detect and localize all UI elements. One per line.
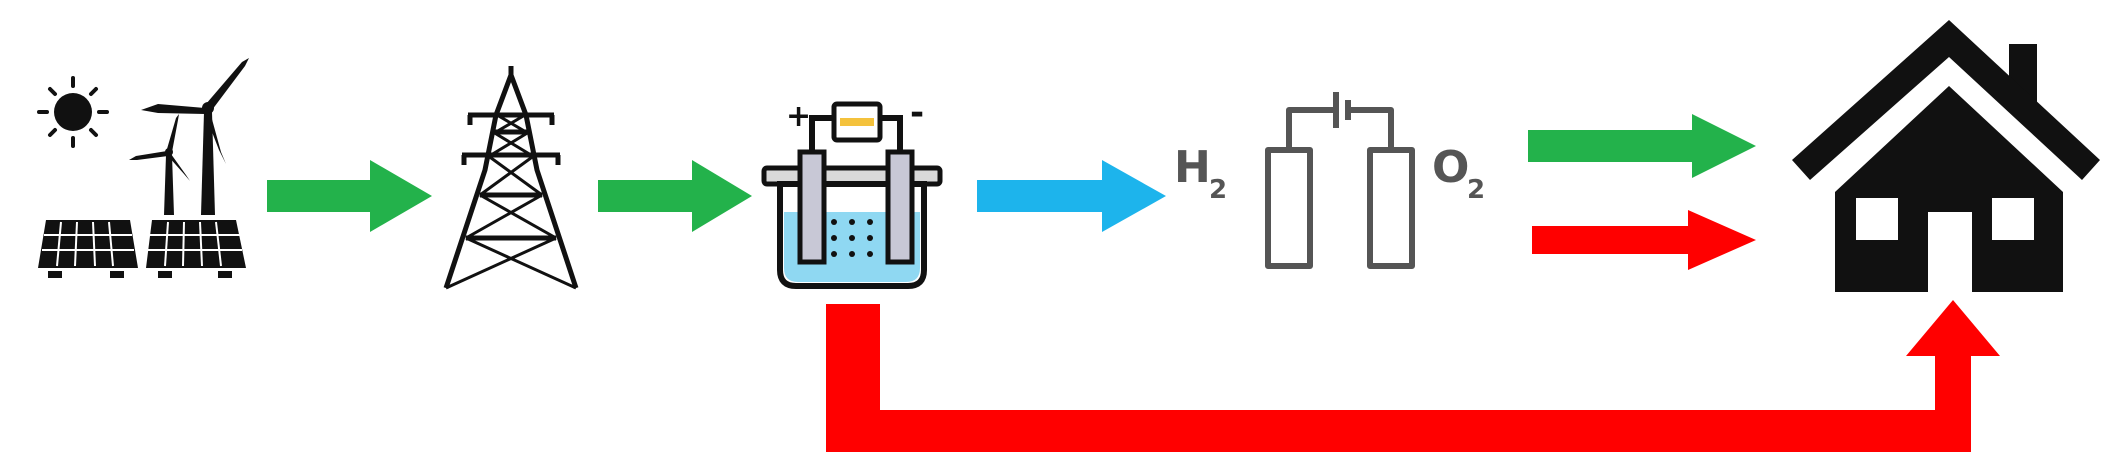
gas-cylinders-icon	[1265, 92, 1415, 269]
wind-turbine-icon	[129, 114, 190, 215]
transmission-tower-icon	[443, 66, 579, 290]
arrow-storage-to-home-red	[1532, 210, 1756, 270]
solar-panel-icon	[38, 220, 138, 278]
arrow-storage-to-home-green	[1528, 114, 1756, 178]
arrow-electrolyzer-to-home-red	[826, 300, 2000, 452]
solar-wind-icon	[37, 58, 249, 278]
wind-turbine-icon	[141, 58, 249, 215]
arrow-renewables-to-grid	[267, 160, 432, 232]
minus-terminal-label: -	[910, 93, 924, 133]
arrow-grid-to-electrolyzer	[598, 160, 752, 232]
electrolyzer-icon: + -	[761, 93, 943, 289]
arrow-electrolyzer-to-storage	[977, 160, 1166, 232]
plus-terminal-label: +	[786, 99, 811, 134]
h2-subscript: 2	[1209, 175, 1227, 205]
o2-subscript: 2	[1467, 175, 1485, 205]
house-icon	[1792, 20, 2100, 292]
h2-label: H	[1174, 142, 1211, 193]
sun-icon	[37, 76, 109, 148]
o2-label: O	[1432, 142, 1469, 193]
solar-panel-icon	[146, 220, 246, 278]
